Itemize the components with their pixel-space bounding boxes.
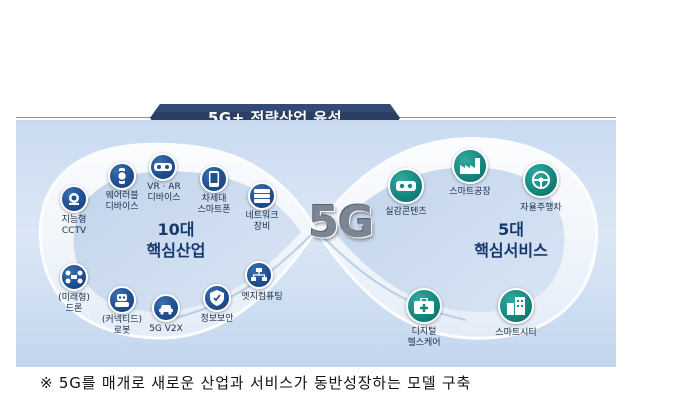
item-label-cctv-line1: 지능형 <box>61 215 87 225</box>
item-label-network-line1: 네트워크 <box>245 211 279 221</box>
edge-computing-icon <box>245 261 273 289</box>
item-label-wearable-line2: 디바이스 <box>105 202 139 212</box>
smartphone-icon <box>200 165 228 193</box>
car-icon <box>152 294 180 322</box>
item-label-robot-line2: 로봇 <box>113 326 131 336</box>
autonomous-car-icon <box>523 162 559 198</box>
city-building-icon <box>498 288 534 324</box>
item-label-cctv-line2: CCTV <box>61 226 87 236</box>
wearable-icon <box>108 162 136 190</box>
medical-kit-icon <box>406 288 442 324</box>
center-5g-label: 5G <box>308 197 375 248</box>
item-label-healthcare-line1: 디지털 <box>411 327 437 337</box>
item-label-healthcare-line2: 헬스케어 <box>407 338 441 348</box>
item-label-edge: 엣지컴퓨팅 <box>241 292 283 302</box>
vr-headset-icon <box>149 153 177 181</box>
shield-icon <box>203 284 231 312</box>
item-label-smartcity: 스마트시티 <box>495 328 537 338</box>
item-label-smartphone-line1: 차세대 <box>201 194 227 204</box>
item-label-security: 정보보안 <box>200 314 234 324</box>
drone-icon <box>60 263 88 291</box>
right-group-title-line2: 핵심서비스 <box>474 241 548 260</box>
right-group-title-line1: 5대 <box>498 220 524 239</box>
left-group-title-line1: 10대 <box>157 220 195 239</box>
cctv-icon <box>60 185 88 213</box>
item-label-autonomous: 자율주행차 <box>520 203 562 213</box>
item-label-network-line2: 장비 <box>253 222 271 232</box>
item-label-robot-line1: (커넥티드) <box>101 315 143 325</box>
item-label-wearable-line1: 웨어러블 <box>105 191 139 201</box>
left-group-title-line2: 핵심산업 <box>146 241 206 260</box>
item-label-vr-line2: 디바이스 <box>147 193 181 203</box>
caption-note: ※ 5G를 매개로 새로운 산업과 서비스가 동반성장하는 모델 구축 <box>40 374 472 392</box>
item-label-immersive: 실감콘텐츠 <box>385 207 427 217</box>
item-label-v2x: 5G V2X <box>149 324 183 334</box>
item-label-drone-line2: 드론 <box>65 304 83 314</box>
item-label-vr-line1: VR · AR <box>147 182 181 192</box>
robot-icon <box>108 286 136 314</box>
item-label-smartphone-line2: 스마트폰 <box>197 205 231 215</box>
factory-icon <box>452 148 488 184</box>
item-label-drone-line1: (미래형) <box>58 293 90 303</box>
item-label-factory: 스마트공장 <box>449 187 491 197</box>
network-equipment-icon <box>248 182 276 210</box>
immersive-content-icon <box>388 168 424 204</box>
main-panel: 5G 10대 핵심산업 5대 핵심서비스 지능형 CCTV 웨어러블 디바이스 … <box>16 120 616 367</box>
